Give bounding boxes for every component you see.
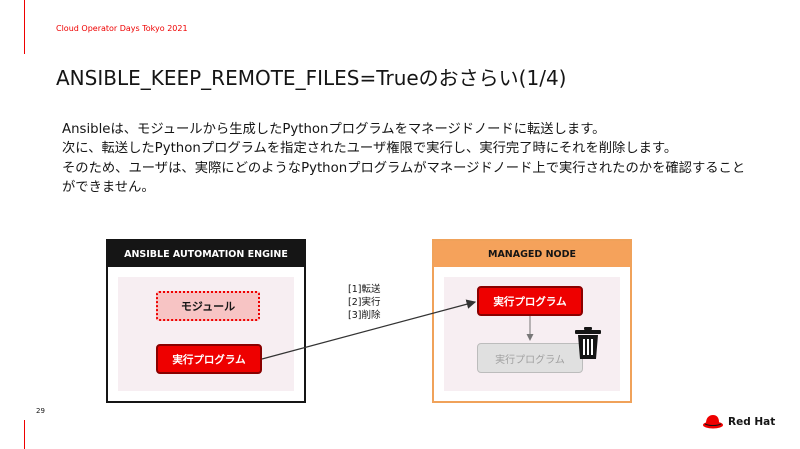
- slide-body: Ansibleは、モジュールから生成したPythonプログラムをマネージドノード…: [62, 120, 752, 197]
- body-paragraph-3: そのため、ユーザは、実際にどのようなPythonプログラムがマネージドノード上で…: [62, 160, 746, 195]
- body-paragraph-2: 次に、転送したPythonプログラムを指定されたユーザ権限で実行し、実行完了時に…: [62, 141, 678, 157]
- module-block: モジュール: [156, 291, 260, 321]
- transfer-arrow: [261, 299, 477, 360]
- redhat-logo: Red Hat: [702, 414, 775, 430]
- step-delete: [3]削除: [348, 310, 381, 321]
- managed-node-title: MANAGED NODE: [434, 241, 630, 267]
- managed-exec-program: 実行プログラム: [477, 286, 583, 316]
- redhat-hat-icon: [703, 415, 723, 429]
- automation-engine-title: ANSIBLE AUTOMATION ENGINE: [108, 241, 304, 267]
- accent-line-top: [24, 0, 25, 54]
- body-paragraph-1: Ansibleは、モジュールから生成したPythonプログラムをマネージドノード…: [62, 122, 606, 137]
- slide-title: ANSIBLE_KEEP_REMOTE_FILES=Trueのおさらい(1/4): [56, 66, 567, 90]
- step-transfer: [1]転送: [348, 284, 381, 295]
- deleted-exec-program: 実行プログラム: [477, 343, 583, 373]
- event-name: Cloud Operator Days Tokyo 2021: [56, 24, 188, 33]
- page-number: 29: [36, 407, 45, 415]
- engine-exec-program: 実行プログラム: [156, 344, 262, 374]
- trash-icon: [575, 327, 601, 359]
- step-labels: [1]転送 [2]実行 [3]削除: [348, 283, 380, 322]
- redhat-logo-text: Red Hat: [728, 416, 776, 428]
- accent-line-bottom: [24, 420, 25, 449]
- step-execute: [2]実行: [348, 297, 381, 308]
